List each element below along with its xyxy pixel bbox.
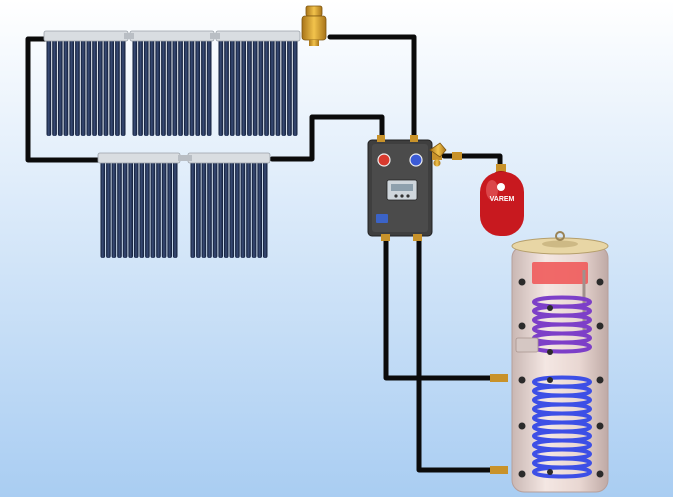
- evacuated-tube: [121, 39, 126, 136]
- evacuated-tube: [69, 39, 74, 136]
- collector-manifold: [44, 31, 128, 41]
- collector-manifold: [130, 31, 214, 41]
- evacuated-tube: [173, 161, 178, 258]
- collector-manifold: [216, 31, 300, 41]
- evacuated-tube: [144, 39, 149, 136]
- cold-gauge-icon: [410, 154, 422, 166]
- evacuated-tube: [270, 39, 275, 136]
- evacuated-tube: [202, 161, 207, 258]
- thermostat-pocket: [516, 338, 538, 352]
- evacuated-tube: [235, 161, 240, 258]
- evacuated-tube: [191, 161, 196, 258]
- evacuated-tube: [133, 39, 138, 136]
- evacuated-tube: [161, 39, 166, 136]
- evacuated-tube: [151, 161, 156, 258]
- evacuated-tube: [117, 161, 122, 258]
- evacuated-tube: [87, 39, 92, 136]
- evacuated-tube: [98, 39, 103, 136]
- evacuated-tube: [173, 39, 178, 136]
- evacuated-tube: [47, 39, 52, 136]
- evacuated-tube: [64, 39, 69, 136]
- evacuated-tube: [195, 39, 200, 136]
- evacuated-tube: [162, 161, 167, 258]
- evacuated-tube: [81, 39, 86, 136]
- evacuated-tube: [167, 161, 172, 258]
- evacuated-tube: [276, 39, 281, 136]
- evacuated-tube: [224, 39, 229, 136]
- cylinder-hot-coil: [534, 298, 590, 352]
- evacuated-tube: [134, 161, 139, 258]
- air-vent-valve: [302, 6, 326, 46]
- evacuated-tube: [92, 39, 97, 136]
- evacuated-tube: [213, 161, 218, 258]
- evacuated-tube: [145, 161, 150, 258]
- evacuated-tube: [236, 39, 241, 136]
- varem-logo-icon: [497, 183, 505, 191]
- evacuated-tube: [287, 39, 292, 136]
- evacuated-tube: [201, 39, 206, 136]
- collector-manifold: [188, 153, 270, 163]
- manifold-coupler: [210, 33, 220, 39]
- evacuated-tube: [293, 39, 298, 136]
- evacuated-tube: [207, 161, 212, 258]
- evacuated-tube: [246, 161, 251, 258]
- immersion-element: [532, 262, 588, 284]
- evacuated-tube: [58, 39, 63, 136]
- manifold-coupler: [124, 33, 134, 39]
- evacuated-tube: [241, 39, 246, 136]
- evacuated-tube: [219, 39, 224, 136]
- evacuated-tube: [138, 39, 143, 136]
- manifold-coupler: [178, 155, 192, 161]
- evacuated-tube: [264, 39, 269, 136]
- expansion-vessel-body: [480, 172, 524, 236]
- evacuated-tube: [109, 39, 114, 136]
- evacuated-tube: [178, 39, 183, 136]
- evacuated-tube: [184, 39, 189, 136]
- evacuated-tube: [155, 39, 160, 136]
- evacuated-tube: [123, 161, 128, 258]
- evacuated-tube: [252, 161, 257, 258]
- evacuated-tube: [150, 39, 155, 136]
- pump-badge-icon: [376, 214, 388, 223]
- evacuated-tube: [196, 161, 201, 258]
- evacuated-tube: [247, 39, 252, 136]
- evacuated-tube: [128, 161, 133, 258]
- evacuated-tube: [115, 39, 120, 136]
- collector-manifold: [98, 153, 180, 163]
- expansion-vessel-brand: VAREM: [490, 196, 515, 203]
- evacuated-tube: [281, 39, 286, 136]
- evacuated-tube: [52, 39, 57, 136]
- evacuated-tube: [167, 39, 172, 136]
- evacuated-tube: [104, 39, 109, 136]
- evacuated-tube: [106, 161, 111, 258]
- hot-gauge-icon: [378, 154, 390, 166]
- evacuated-tube: [101, 161, 106, 258]
- evacuated-tube: [263, 161, 268, 258]
- evacuated-tube: [140, 161, 145, 258]
- evacuated-tube: [112, 161, 117, 258]
- evacuated-tube: [257, 161, 262, 258]
- evacuated-tube: [190, 39, 195, 136]
- evacuated-tube: [241, 161, 246, 258]
- evacuated-tube: [230, 39, 235, 136]
- evacuated-tube: [224, 161, 229, 258]
- evacuated-tube: [218, 161, 223, 258]
- evacuated-tube: [75, 39, 80, 136]
- evacuated-tube: [230, 161, 235, 258]
- evacuated-tube: [207, 39, 212, 136]
- evacuated-tube: [156, 161, 161, 258]
- evacuated-tube: [253, 39, 258, 136]
- evacuated-tube: [259, 39, 264, 136]
